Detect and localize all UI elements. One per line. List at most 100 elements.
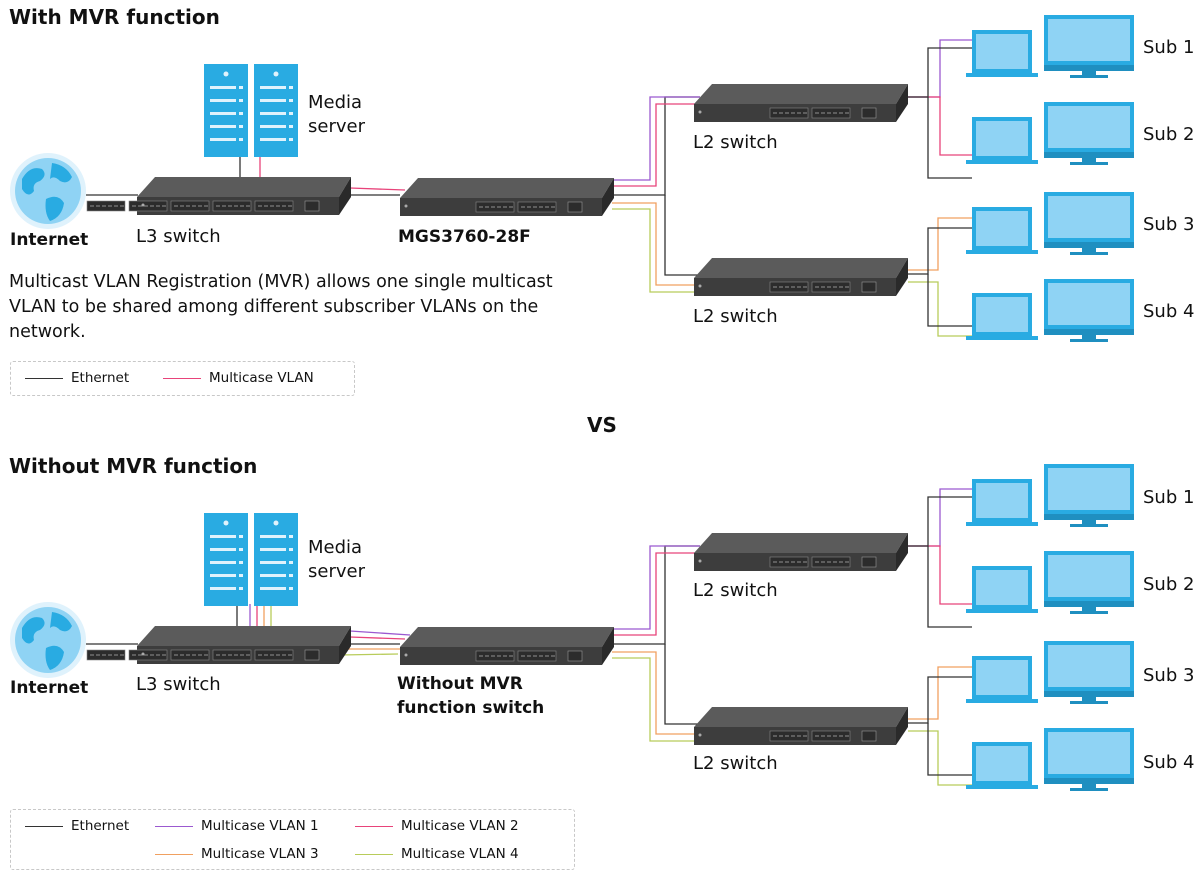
cable-line xyxy=(927,546,972,628)
laptop-icon xyxy=(966,207,1038,254)
bottom-sub1-label: Sub 1 xyxy=(1143,487,1195,508)
cable-line xyxy=(927,723,972,776)
top-legend: Ethernet Multicase VLAN xyxy=(10,361,355,396)
bottom-sub4-label: Sub 4 xyxy=(1143,752,1195,773)
top-sub3-label: Sub 3 xyxy=(1143,214,1195,235)
switch-icon xyxy=(694,84,908,122)
top-l3-switch-label: L3 switch xyxy=(136,226,221,247)
top-center-switch-label: MGS3760-28F xyxy=(398,227,531,247)
legend-item-multicast-vlan-3: Multicase VLAN 3 xyxy=(155,846,319,862)
top-sub2-label: Sub 2 xyxy=(1143,124,1195,145)
bottom-sub3-label: Sub 3 xyxy=(1143,665,1195,686)
cable-line xyxy=(908,676,972,724)
top-heading: With MVR function xyxy=(9,5,220,29)
top-description: Multicast VLAN Registration (MVR) allows… xyxy=(9,272,553,342)
legend-swatch-ethernet xyxy=(25,377,63,379)
legend-label: Multicase VLAN 2 xyxy=(401,818,519,834)
legend-label: Multicase VLAN 3 xyxy=(201,846,319,862)
monitor-icon xyxy=(1044,192,1134,255)
laptop-icon xyxy=(966,742,1038,789)
bottom-internet-label: Internet xyxy=(10,678,89,698)
legend-label: Multicase VLAN 4 xyxy=(401,846,519,862)
bottom-sub2-label: Sub 2 xyxy=(1143,574,1195,595)
cable-line xyxy=(612,651,700,735)
switch-icon xyxy=(86,177,351,215)
switch-icon xyxy=(694,533,908,571)
cable-line xyxy=(908,96,972,156)
switch-icon xyxy=(400,178,614,216)
monitor-icon xyxy=(1044,641,1134,704)
cable-line xyxy=(908,217,972,271)
monitor-icon xyxy=(1044,728,1134,791)
cable-line xyxy=(349,187,406,191)
monitor-icon xyxy=(1044,15,1134,78)
top-media-server-label-1: Media xyxy=(308,92,363,113)
legend-swatch-vlan-3 xyxy=(155,853,193,855)
switch-icon xyxy=(86,626,351,664)
legend-swatch-vlan-1 xyxy=(155,825,193,827)
cable-line xyxy=(664,644,700,725)
laptop-icon xyxy=(966,293,1038,340)
cable-line xyxy=(908,666,972,720)
bottom-cables xyxy=(86,488,972,786)
top-l2-switch-b-label: L2 switch xyxy=(693,306,778,327)
cable-line xyxy=(908,496,972,547)
legend-label: Multicase VLAN 1 xyxy=(201,818,319,834)
cable-line xyxy=(612,96,700,181)
bottom-l2-switch-b-label: L2 switch xyxy=(693,753,778,774)
bottom-media-server-label-1: Media xyxy=(308,537,363,558)
cable-line xyxy=(908,281,972,337)
legend-item-multicast-vlan-1: Multicase VLAN 1 xyxy=(155,818,319,834)
switch-icon xyxy=(694,258,908,296)
cable-line xyxy=(612,202,700,286)
server-icon xyxy=(204,64,248,157)
laptop-icon xyxy=(966,30,1038,77)
cable-line xyxy=(908,47,972,98)
legend-swatch-multicast-vlan xyxy=(163,377,201,379)
bottom-center-switch-label-1: Without MVR xyxy=(397,674,523,694)
cable-line xyxy=(908,227,972,275)
cable-line xyxy=(612,208,700,293)
globe-icon xyxy=(10,153,86,229)
bottom-center-switch-label-2: function switch xyxy=(397,698,545,718)
cable-line xyxy=(664,195,700,276)
cable-line xyxy=(927,274,972,327)
legend-item-multicast-vlan-4: Multicase VLAN 4 xyxy=(355,846,519,862)
cable-line xyxy=(908,545,972,605)
cable-line xyxy=(908,730,972,786)
cable-line xyxy=(927,97,972,179)
laptop-icon xyxy=(966,566,1038,613)
monitor-icon xyxy=(1044,102,1134,165)
switch-icon xyxy=(400,627,614,665)
top-sub1-label: Sub 1 xyxy=(1143,37,1195,58)
cable-line xyxy=(612,103,700,187)
top-cables xyxy=(86,39,972,337)
legend-label: Ethernet xyxy=(71,818,130,834)
legend-item-multicast-vlan-2: Multicase VLAN 2 xyxy=(355,818,519,834)
monitor-icon xyxy=(1044,551,1134,614)
bottom-heading: Without MVR function xyxy=(9,454,258,478)
bottom-l3-switch-label: L3 switch xyxy=(136,674,221,695)
bottom-l2-switch-a-label: L2 switch xyxy=(693,580,778,601)
monitor-icon xyxy=(1044,279,1134,342)
switch-icon xyxy=(694,707,908,745)
top-sub4-label: Sub 4 xyxy=(1143,301,1195,322)
legend-swatch-vlan-4 xyxy=(355,853,393,855)
server-icon xyxy=(204,513,248,606)
top-media-server-label-2: server xyxy=(308,116,365,137)
cable-line xyxy=(339,653,399,656)
top-l2-switch-a-label: L2 switch xyxy=(693,132,778,153)
globe-icon xyxy=(10,602,86,678)
laptop-icon xyxy=(966,656,1038,703)
bottom-legend: Ethernet Multicase VLAN 1 Multicase VLAN… xyxy=(10,809,575,870)
vs-label: VS xyxy=(587,413,617,437)
cable-line xyxy=(612,552,700,636)
legend-item-ethernet: Ethernet xyxy=(25,818,129,834)
server-icon xyxy=(254,64,298,157)
legend-label: Ethernet xyxy=(71,370,130,386)
laptop-icon xyxy=(966,479,1038,526)
legend-label: Multicase VLAN xyxy=(209,370,314,386)
bottom-media-server-label-2: server xyxy=(308,561,365,582)
laptop-icon xyxy=(966,117,1038,164)
